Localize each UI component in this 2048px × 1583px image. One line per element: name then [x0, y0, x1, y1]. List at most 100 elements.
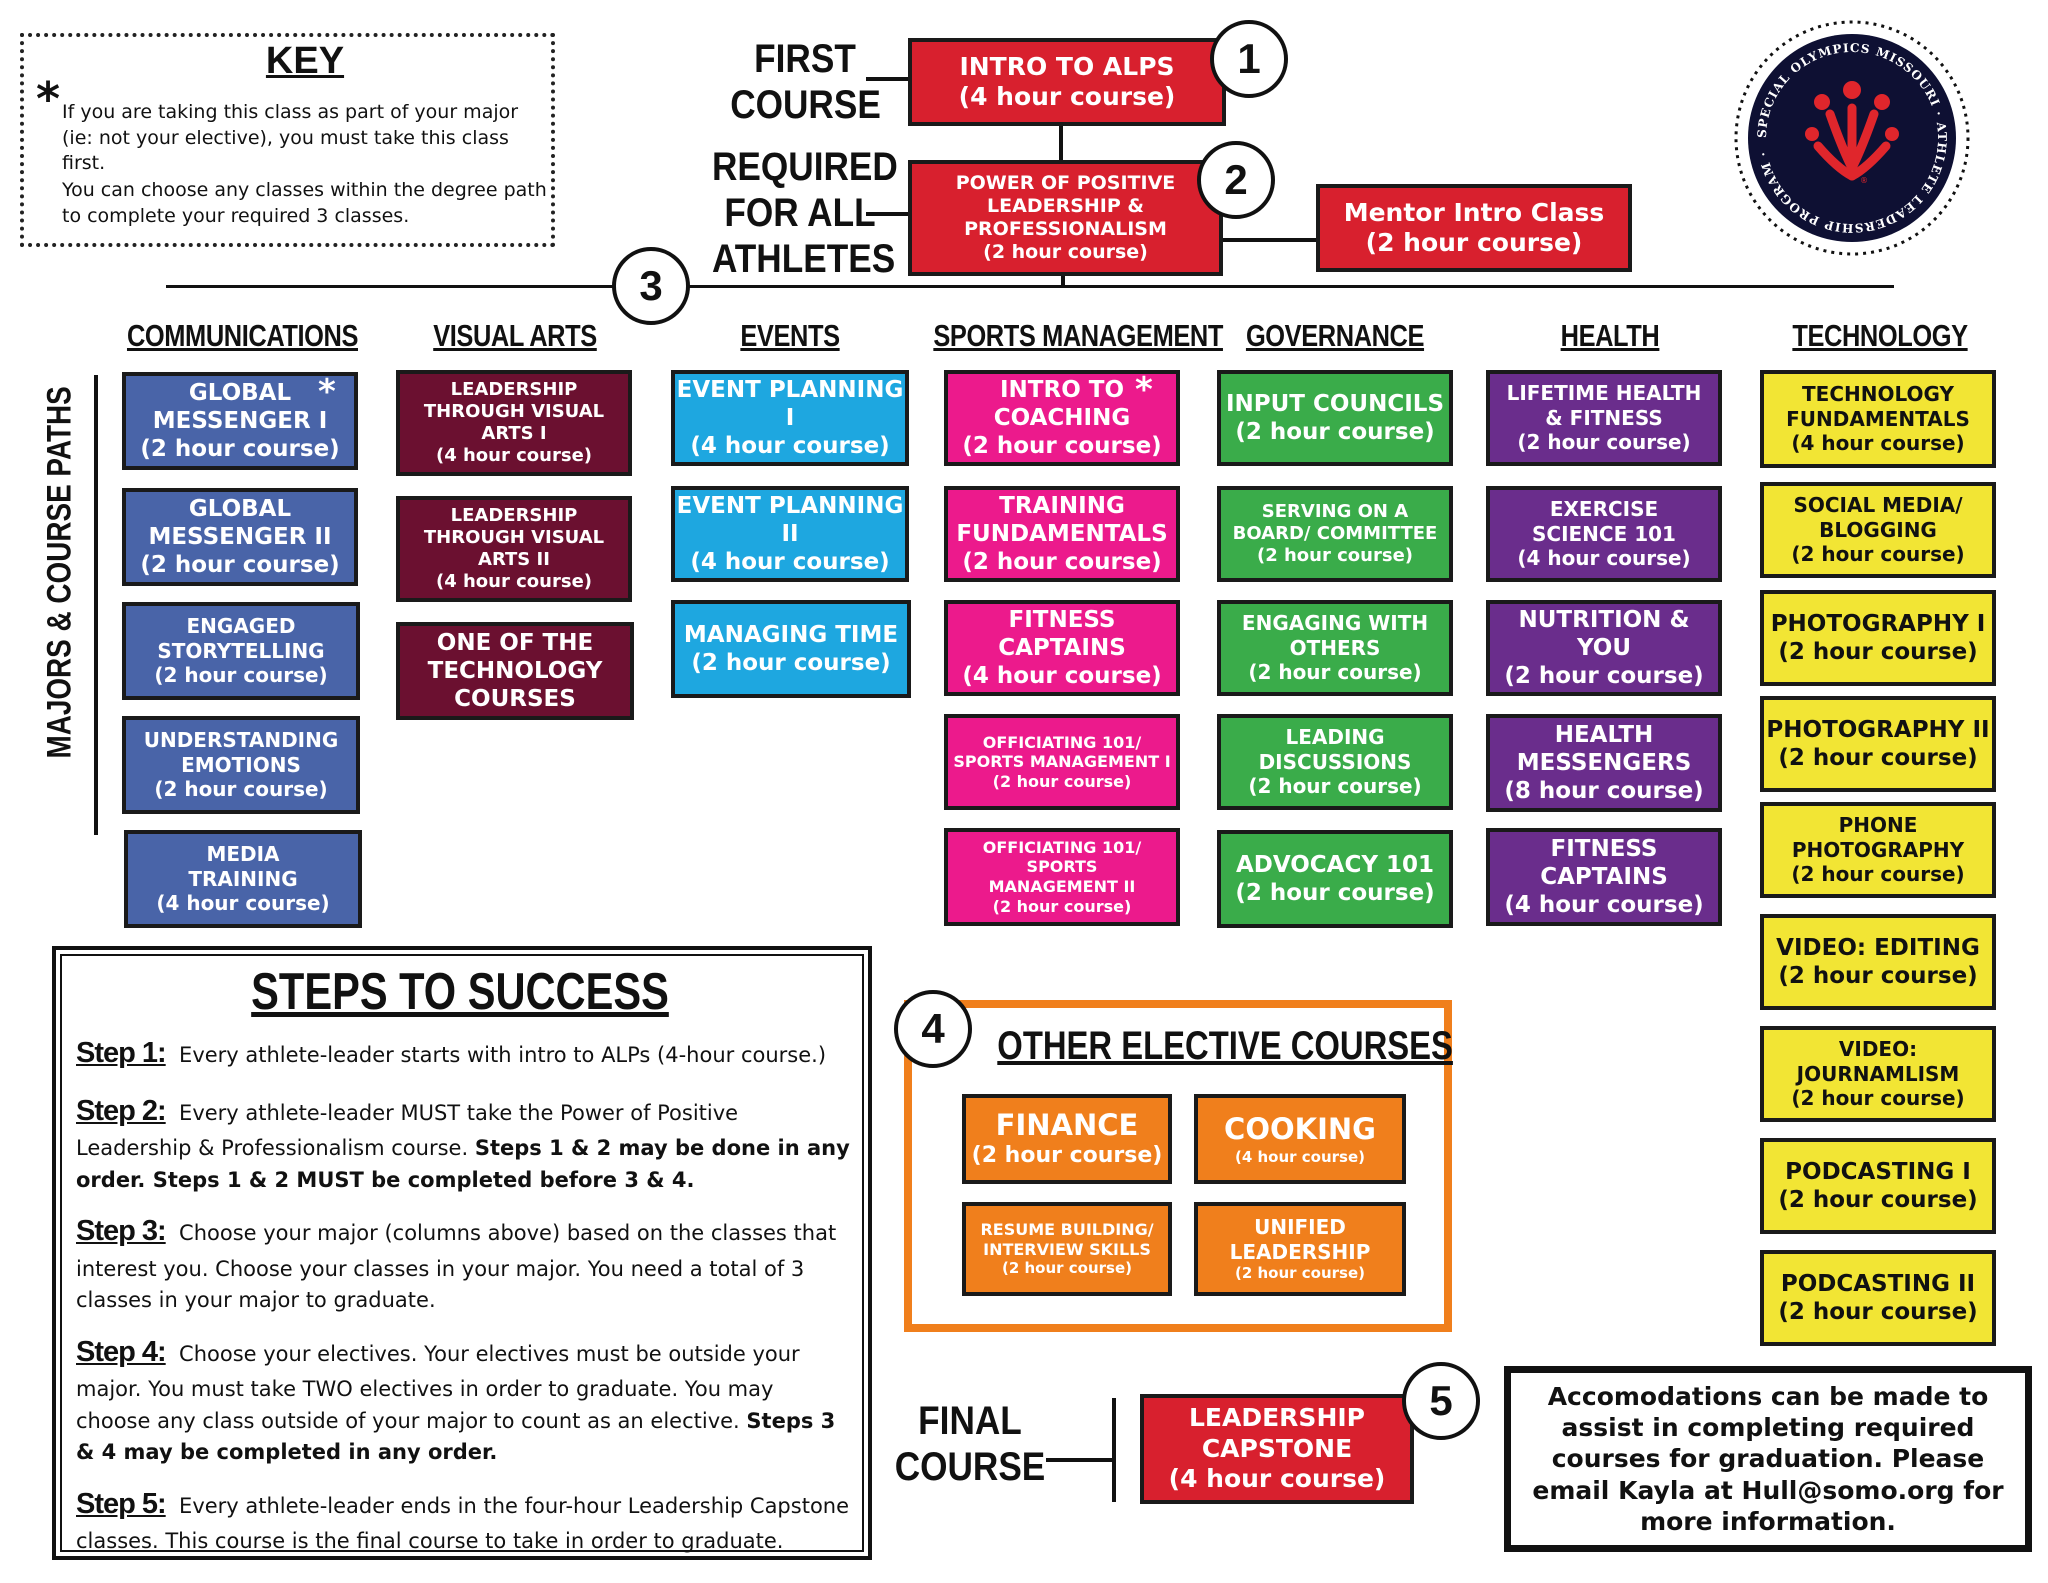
course-title: MANAGING TIME: [683, 621, 899, 648]
course-title: EVENT PLANNING I: [676, 376, 904, 431]
step-note: Steps 1 & 2 may be done in any order. St…: [76, 1136, 850, 1192]
accommodations-text: Accomodations can be made to assist in c…: [1532, 1381, 2004, 1536]
course-video-journalism[interactable]: VIDEO: JOURNAMLISM (2 hour course): [1760, 1026, 1996, 1122]
step-text: Every athlete-leader ends in the four-ho…: [76, 1493, 850, 1554]
step-5: Step 5: Every athlete-leader ends in the…: [76, 1483, 852, 1558]
step-label: Step 4:: [76, 1335, 167, 1368]
course-understanding-emotions[interactable]: UNDERSTANDING EMOTIONS (2 hour course): [122, 716, 360, 814]
course-event-planning-2[interactable]: EVENT PLANNING II (4 hour course): [671, 486, 909, 582]
course-title: LIFETIME HEALTH: [1506, 381, 1702, 406]
course-title: ONE OF THE: [436, 629, 594, 656]
course-duration: (4 hour course): [435, 570, 593, 592]
course-title: MANAGEMENT II: [988, 877, 1136, 896]
course-title: LEADERSHIP &: [987, 194, 1144, 217]
course-podcasting-1[interactable]: PODCASTING I (2 hour course): [1760, 1138, 1996, 1234]
course-title: STORYTELLING: [157, 638, 325, 663]
course-duration: (2 hour course): [1365, 228, 1583, 257]
course-advocacy-101[interactable]: ADVOCACY 101 (2 hour course): [1217, 830, 1453, 928]
course-title: THROUGH VISUAL: [423, 527, 605, 549]
course-title: TRAINING: [188, 866, 298, 891]
course-duration: (4 hour course): [435, 444, 593, 466]
course-title: DISCUSSIONS: [1258, 749, 1412, 774]
course-engaging-with-others[interactable]: ENGAGING WITH OTHERS (2 hour course): [1217, 600, 1453, 696]
course-duration: (4 hour course): [958, 82, 1176, 111]
step-text: Every athlete-leader starts with intro t…: [179, 1043, 827, 1067]
course-nutrition-and-you[interactable]: NUTRITION & YOU (2 hour course): [1486, 600, 1722, 696]
mentor-intro-box[interactable]: Mentor Intro Class (2 hour course): [1316, 184, 1632, 272]
course-duration: (2 hour course): [154, 777, 328, 802]
course-title: PODCASTING I: [1785, 1158, 1971, 1185]
course-officiating-1[interactable]: OFFICIATING 101/ SPORTS MANAGEMENT I (2 …: [944, 714, 1180, 810]
course-global-messenger-1[interactable]: GLOBAL MESSENGER I (2 hour course): [122, 372, 358, 470]
course-leading-discussions[interactable]: LEADING DISCUSSIONS (2 hour course): [1217, 714, 1453, 810]
intro-to-alps-box[interactable]: INTRO TO ALPS (4 hour course): [908, 38, 1226, 126]
course-exercise-science[interactable]: EXERCISE SCIENCE 101 (4 hour course): [1486, 486, 1722, 582]
course-leadership-visual-arts-2[interactable]: LEADERSHIP THROUGH VISUAL ARTS II (4 hou…: [396, 496, 632, 602]
course-title: SERVING ON A: [1261, 501, 1409, 523]
course-title: EXERCISE: [1549, 497, 1659, 522]
course-training-fundamentals[interactable]: TRAINING FUNDAMENTALS (2 hour course): [944, 486, 1180, 582]
course-video-editing[interactable]: VIDEO: EDITING (2 hour course): [1760, 914, 1996, 1010]
course-social-media-blogging[interactable]: SOCIAL MEDIA/ BLOGGING (2 hour course): [1760, 482, 1996, 578]
course-managing-time[interactable]: MANAGING TIME (2 hour course): [671, 600, 911, 698]
course-duration: (2 hour course): [1778, 639, 1978, 665]
course-title: NUTRITION & YOU: [1518, 606, 1690, 661]
course-duration: (2 hour course): [1248, 660, 1422, 685]
course-title: FITNESS: [1008, 606, 1116, 633]
course-global-messenger-2[interactable]: GLOBAL MESSENGER II (2 hour course): [122, 488, 358, 586]
course-cooking[interactable]: COOKING (4 hour course): [1194, 1094, 1406, 1184]
course-unified-leadership[interactable]: UNIFIED LEADERSHIP (2 hour course): [1194, 1202, 1406, 1296]
course-phone-photography[interactable]: PHONE PHOTOGRAPHY (2 hour course): [1760, 802, 1996, 898]
course-health-messengers[interactable]: HEALTH MESSENGERS (8 hour course): [1486, 714, 1722, 812]
course-finance[interactable]: FINANCE (2 hour course): [962, 1094, 1172, 1184]
course-fitness-captains-sports[interactable]: FITNESS CAPTAINS (4 hour course): [944, 600, 1180, 696]
course-input-councils[interactable]: INPUT COUNCILS (2 hour course): [1217, 370, 1453, 466]
course-photography-2[interactable]: PHOTOGRAPHY II (2 hour course): [1760, 696, 1996, 792]
course-title: MEDIA: [206, 842, 280, 867]
course-duration: (4 hour course): [1234, 1147, 1366, 1166]
course-leadership-visual-arts-1[interactable]: LEADERSHIP THROUGH VISUAL ARTS I (4 hour…: [396, 370, 632, 476]
step-2: Step 2: Every athlete-leader MUST take t…: [76, 1090, 852, 1197]
course-title: UNIFIED: [1254, 1215, 1346, 1240]
course-photography-1[interactable]: PHOTOGRAPHY I (2 hour course): [1760, 590, 1996, 686]
course-title: VIDEO: EDITING: [1776, 934, 1980, 961]
course-title: PODCASTING II: [1780, 1270, 1976, 1297]
course-title: INTERVIEW SKILLS: [983, 1239, 1151, 1259]
step-5-badge: 5: [1402, 1362, 1480, 1440]
course-title: FUNDAMENTALS: [956, 520, 1168, 547]
course-title: GLOBAL: [188, 379, 292, 406]
course-intro-to-coaching[interactable]: INTRO TO COACHING (2 hour course): [944, 370, 1180, 466]
steps-panel: [52, 946, 872, 1560]
course-leadership-capstone[interactable]: LEADERSHIP CAPSTONE (4 hour course): [1140, 1394, 1414, 1504]
course-title: SPORTS: [1026, 857, 1098, 877]
course-resume-building[interactable]: RESUME BUILDING/ INTERVIEW SKILLS (2 hou…: [962, 1202, 1172, 1296]
course-title: PHOTOGRAPHY: [1791, 837, 1965, 862]
course-title: JOURNAMLISM: [1796, 1061, 1960, 1086]
course-fitness-captains-health[interactable]: FITNESS CAPTAINS (4 hour course): [1486, 828, 1722, 926]
course-serving-on-a-board[interactable]: SERVING ON A BOARD/ COMMITTEE (2 hour co…: [1217, 486, 1453, 582]
course-duration: (2 hour course): [992, 896, 1132, 916]
course-title: SOCIAL MEDIA/: [1793, 493, 1963, 518]
course-officiating-2[interactable]: OFFICIATING 101/ SPORTS MANAGEMENT II (2…: [944, 828, 1180, 926]
step-1: Step 1: Every athlete-leader starts with…: [76, 1032, 852, 1076]
course-podcasting-2[interactable]: PODCASTING II (2 hour course): [1760, 1250, 1996, 1346]
course-title: UNDERSTANDING: [143, 728, 339, 753]
course-duration: (2 hour course): [1256, 544, 1414, 566]
course-engaged-storytelling[interactable]: ENGAGED STORYTELLING (2 hour course): [122, 602, 360, 700]
course-lifetime-health[interactable]: LIFETIME HEALTH & FITNESS (2 hour course…: [1486, 370, 1722, 466]
course-title: FINANCE: [995, 1107, 1139, 1142]
course-duration: (2 hour course): [1778, 1299, 1978, 1325]
course-technology-fundamentals[interactable]: TECHNOLOGY FUNDAMENTALS (4 hour course): [1760, 370, 1996, 468]
course-title: TRAINING: [999, 492, 1125, 519]
step-label: Step 3:: [76, 1215, 167, 1247]
power-of-positive-box[interactable]: POWER OF POSITIVE LEADERSHIP & PROFESSIO…: [908, 160, 1223, 276]
course-title: COACHING: [993, 404, 1131, 431]
course-title: CAPTAINS: [998, 634, 1126, 661]
course-media-training[interactable]: MEDIA TRAINING (4 hour course): [124, 830, 362, 928]
course-title: SCIENCE 101: [1532, 521, 1676, 546]
course-event-planning-1[interactable]: EVENT PLANNING I (4 hour course): [671, 370, 909, 466]
step-1-badge: 1: [1210, 20, 1288, 98]
course-duration: (2 hour course): [1235, 419, 1435, 445]
course-title: TECHNOLOGY: [1802, 382, 1954, 407]
course-one-of-technology[interactable]: ONE OF THE TECHNOLOGY COURSES: [396, 622, 634, 720]
